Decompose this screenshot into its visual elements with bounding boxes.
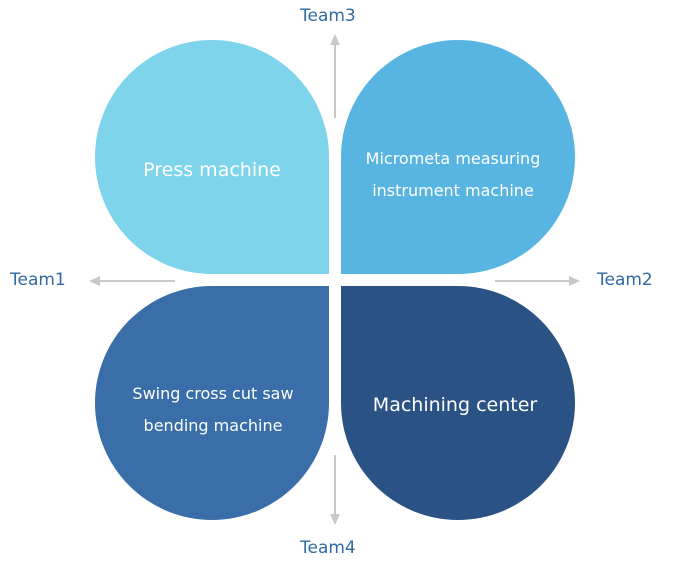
petal-micrometa-measuring xyxy=(341,40,575,274)
petal-label-bottom-right-line-1: Machining center xyxy=(372,394,538,416)
petal-swing-cross-cut-saw xyxy=(95,286,329,520)
petal-label-top-right: Micrometa measuring instrument machine xyxy=(343,143,563,207)
arrow-up-head xyxy=(330,34,340,45)
team-label-left: Team1 xyxy=(10,270,66,290)
arrow-down-head xyxy=(330,514,340,525)
petal-label-bottom-right: Machining center xyxy=(345,392,565,418)
petal-press-machine xyxy=(95,40,329,274)
petal-label-top-left: Press machine xyxy=(112,157,312,183)
petal-label-top-left-line-1: Press machine xyxy=(143,159,281,181)
team-label-bottom: Team4 xyxy=(300,538,356,558)
petal-label-top-right-line-2: instrument machine xyxy=(372,181,534,200)
team-label-right: Team2 xyxy=(597,270,653,290)
petal-machining-center xyxy=(341,286,575,520)
arrows xyxy=(89,34,580,525)
petal-label-bottom-left-line-2: bending machine xyxy=(143,416,283,435)
petal-label-bottom-left: Swing cross cut saw bending machine xyxy=(103,378,323,442)
arrow-right-head xyxy=(569,276,580,286)
petal-label-top-right-line-1: Micrometa measuring xyxy=(365,149,541,168)
arrow-left-head xyxy=(89,276,100,286)
petal-label-bottom-left-line-1: Swing cross cut saw xyxy=(132,384,294,403)
team-label-top: Team3 xyxy=(300,6,356,26)
